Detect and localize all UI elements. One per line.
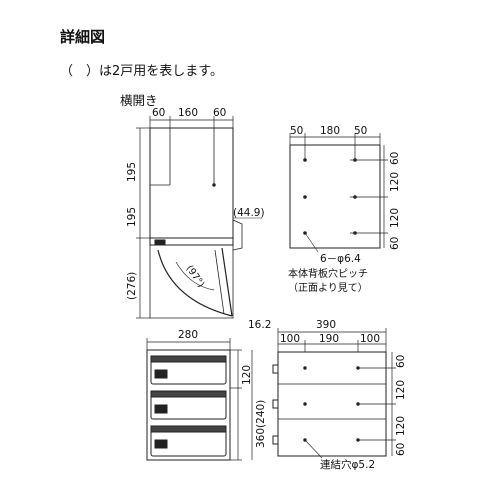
back-dim-50-left: 50 [290, 125, 303, 137]
side-dim-195-top: 195 [126, 162, 138, 182]
front-dim-120: 120 [241, 365, 253, 385]
rear-dim-16-2: 16.2 [248, 319, 271, 331]
rear-view [272, 328, 396, 459]
back-dim-120-a: 120 [389, 172, 401, 192]
rear-dim-100-right: 100 [360, 333, 380, 345]
front-dim-280: 280 [178, 329, 198, 341]
side-dim-60-left: 60 [152, 107, 165, 119]
rear-hole-label: 連結穴φ5.2 [320, 458, 375, 471]
front-door-2 [150, 390, 227, 420]
back-dim-120-b: 120 [389, 208, 401, 228]
rear-dim-190: 190 [319, 333, 339, 345]
rear-dim-120-b: 120 [395, 416, 407, 436]
front-view [146, 338, 253, 461]
back-dim-60-top: 60 [389, 152, 401, 165]
back-view [289, 133, 388, 253]
back-dim-60-bottom: 60 [389, 237, 401, 250]
back-hole-label: 6－φ6.4 [320, 253, 361, 265]
side-view [136, 116, 262, 319]
note-text: （ ）は2戸用を表します。 [60, 64, 223, 79]
rear-dim-100-left: 100 [280, 333, 300, 345]
front-dim-360-240: 360(240) [255, 400, 267, 448]
side-dim-160: 160 [178, 107, 198, 119]
rear-dim-60-bottom: 60 [395, 443, 407, 456]
front-door-1 [150, 355, 227, 385]
back-panel [289, 144, 381, 249]
front-body [146, 349, 231, 461]
side-upper-box [149, 127, 234, 239]
back-caption-line1: 本体背板穴ピッチ [288, 267, 368, 280]
side-dim-195-mid: 195 [126, 207, 138, 227]
back-dim-180: 180 [320, 125, 340, 137]
page-title: 詳細図 [60, 28, 106, 46]
rear-dim-390: 390 [316, 319, 336, 331]
rear-dim-120-a: 120 [395, 380, 407, 400]
diagram-subtitle: 横開き [120, 93, 158, 108]
front-door-3 [150, 425, 227, 457]
side-dim-44-9: (44.9) [233, 207, 265, 219]
side-dim-60-right: 60 [213, 107, 226, 119]
rear-dim-60-top: 60 [395, 355, 407, 368]
back-caption-line2: （正面より見て） [288, 282, 368, 294]
back-dim-50-right: 50 [354, 125, 367, 137]
side-dim-276: (276) [126, 272, 138, 300]
